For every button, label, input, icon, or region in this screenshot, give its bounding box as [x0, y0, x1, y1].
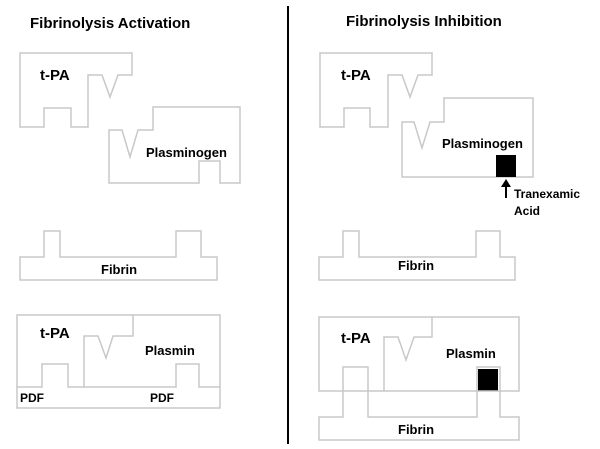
left-complex-inner-tpa — [17, 315, 134, 388]
left-pdf-label-1: PDF — [20, 391, 44, 405]
right-plasminogen-shape — [401, 97, 534, 178]
tranexamic-arrow-head — [501, 179, 511, 187]
left-panel-title: Fibrinolysis Activation — [30, 15, 190, 32]
left-plasminogen-shape — [108, 106, 241, 184]
right-complex-inner — [383, 317, 433, 391]
right-tpa-label: t-PA — [341, 67, 371, 84]
left-tpa-label: t-PA — [40, 67, 70, 84]
tranexamic-label-line1: Tranexamic — [514, 187, 580, 201]
left-complex-tpa-label: t-PA — [40, 325, 70, 342]
right-complex-blocker — [478, 369, 498, 391]
right-plasminogen-label: Plasminogen — [442, 136, 523, 151]
right-tpa-shape — [319, 52, 433, 128]
left-fibrin-label: Fibrin — [101, 262, 137, 277]
left-complex-shape — [16, 314, 221, 409]
right-bottom-fibrin-label: Fibrin — [398, 422, 434, 437]
tranexamic-label-line2: Acid — [514, 204, 540, 218]
right-panel-title: Fibrinolysis Inhibition — [346, 13, 502, 30]
right-bottom-fibrin-shape — [318, 390, 520, 441]
tranexamic-acid-blocker — [496, 155, 516, 177]
left-pdf-label-2: PDF — [150, 391, 174, 405]
left-complex-inner-plasmin — [84, 363, 220, 388]
right-fibrin-shape — [318, 230, 516, 281]
right-complex-plasmin-label: Plasmin — [446, 346, 496, 361]
left-tpa-shape — [19, 52, 133, 128]
right-complex-tpa-label: t-PA — [341, 330, 371, 347]
left-complex-plasmin-label: Plasmin — [145, 343, 195, 358]
right-fibrin-label: Fibrin — [398, 258, 434, 273]
left-fibrin-shape — [19, 230, 218, 281]
left-plasminogen-label: Plasminogen — [146, 145, 227, 160]
